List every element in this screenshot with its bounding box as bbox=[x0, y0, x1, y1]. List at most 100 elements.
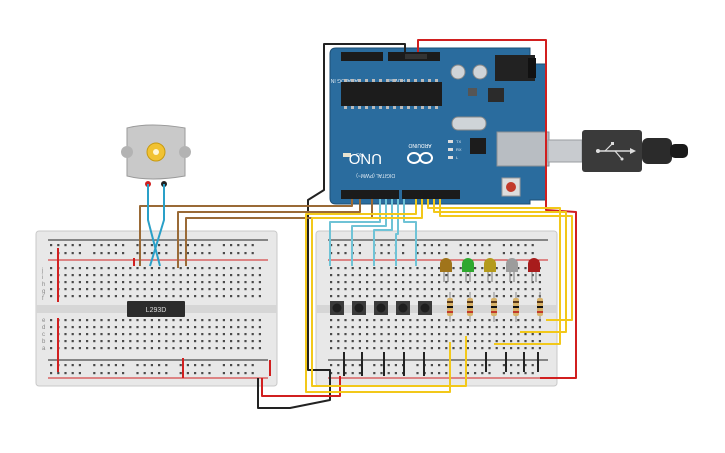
resistor[interactable] bbox=[513, 292, 519, 322]
breadboard-hole bbox=[524, 372, 527, 375]
breadboard-hole bbox=[416, 333, 419, 336]
push-button[interactable] bbox=[374, 301, 388, 315]
breadboard-hole bbox=[230, 347, 233, 350]
breadboard-hole bbox=[186, 372, 189, 375]
push-button[interactable] bbox=[352, 301, 366, 315]
breadboard-hole bbox=[78, 288, 81, 291]
breadboard-hole bbox=[524, 288, 527, 291]
breadboard-hole bbox=[100, 281, 103, 284]
breadboard-hole bbox=[445, 288, 448, 291]
breadboard-hole bbox=[387, 364, 390, 367]
breadboard-hole bbox=[330, 244, 333, 247]
breadboard-hole bbox=[50, 288, 53, 291]
breadboard-hole bbox=[237, 281, 240, 284]
breadboard-hole bbox=[373, 347, 376, 350]
breadboard-hole bbox=[438, 364, 441, 367]
led[interactable] bbox=[528, 258, 540, 282]
led[interactable] bbox=[440, 258, 452, 282]
breadboard-hole bbox=[423, 281, 426, 284]
resistor[interactable] bbox=[491, 292, 497, 322]
breadboard-hole bbox=[409, 319, 412, 322]
breadboard-hole bbox=[136, 326, 139, 329]
breadboard-hole bbox=[179, 295, 182, 298]
breadboard-hole bbox=[222, 274, 225, 277]
breadboard-hole bbox=[423, 333, 426, 336]
push-button[interactable] bbox=[330, 301, 344, 315]
push-button[interactable] bbox=[418, 301, 432, 315]
breadboard-hole bbox=[445, 295, 448, 298]
push-button[interactable] bbox=[396, 301, 410, 315]
breadboard-hole bbox=[517, 333, 520, 336]
breadboard-hole bbox=[230, 252, 233, 255]
breadboard-hole bbox=[71, 333, 74, 336]
breadboard-hole bbox=[50, 267, 53, 270]
breadboard-hole bbox=[330, 252, 333, 255]
resistor[interactable] bbox=[467, 292, 473, 322]
breadboard-hole bbox=[114, 347, 117, 350]
breadboard-hole bbox=[122, 372, 125, 375]
breadboard-hole bbox=[258, 281, 261, 284]
l293d-chip[interactable]: L293D bbox=[127, 301, 185, 317]
breadboard-hole bbox=[445, 274, 448, 277]
usb-cable[interactable] bbox=[547, 130, 688, 172]
reset-button[interactable] bbox=[501, 177, 521, 197]
breadboard-hole bbox=[143, 274, 146, 277]
breadboard-hole bbox=[337, 340, 340, 343]
led[interactable] bbox=[484, 258, 496, 282]
breadboard-hole bbox=[430, 295, 433, 298]
mcu-pin bbox=[400, 106, 403, 109]
breadboard-hole bbox=[186, 333, 189, 336]
breadboard-hole bbox=[194, 364, 197, 367]
breadboard-hole bbox=[373, 364, 376, 367]
mcu-pin bbox=[351, 106, 354, 109]
led[interactable] bbox=[462, 258, 474, 282]
breadboard-hole bbox=[172, 333, 175, 336]
resistor[interactable] bbox=[537, 292, 543, 322]
breadboard-hole bbox=[136, 319, 139, 322]
breadboard-hole bbox=[373, 333, 376, 336]
breadboard-hole bbox=[380, 281, 383, 284]
breadboard-hole bbox=[78, 364, 81, 367]
breadboard-hole bbox=[474, 333, 477, 336]
breadboard-hole bbox=[423, 326, 426, 329]
breadboard-hole bbox=[122, 340, 125, 343]
dc-motor[interactable] bbox=[121, 124, 191, 187]
arduino-uno-board[interactable]: ANALOG IN POWER ON UNO ARDUINO TX RX L bbox=[329, 47, 550, 205]
breadboard-hole bbox=[129, 333, 132, 336]
breadboard-hole bbox=[358, 364, 361, 367]
on-label: ON bbox=[356, 153, 364, 159]
breadboard-hole bbox=[93, 347, 96, 350]
dc-motor-icon bbox=[146, 142, 166, 162]
breadboard-hole bbox=[208, 364, 211, 367]
breadboard-hole bbox=[222, 347, 225, 350]
breadboard-hole bbox=[423, 244, 426, 247]
breadboard-hole bbox=[488, 340, 491, 343]
breadboard-hole bbox=[129, 347, 132, 350]
breadboard-hole bbox=[358, 333, 361, 336]
breadboard-hole bbox=[538, 333, 541, 336]
breadboard-hole bbox=[179, 340, 182, 343]
breadboard-hole bbox=[402, 288, 405, 291]
breadboard-hole bbox=[387, 347, 390, 350]
breadboard-hole bbox=[366, 288, 369, 291]
breadboard-hole bbox=[93, 252, 96, 255]
mcu-pin bbox=[386, 79, 389, 82]
breadboard-hole bbox=[230, 319, 233, 322]
breadboard-hole bbox=[459, 347, 462, 350]
breadboard-hole bbox=[143, 267, 146, 270]
breadboard-hole bbox=[344, 244, 347, 247]
push-buttons bbox=[330, 301, 432, 315]
breadboard-hole bbox=[150, 244, 153, 247]
breadboard-hole bbox=[93, 267, 96, 270]
resistor[interactable] bbox=[447, 292, 453, 322]
chip-label: L293D bbox=[146, 307, 167, 314]
breadboard-hole bbox=[100, 288, 103, 291]
breadboard-hole bbox=[230, 364, 233, 367]
led[interactable] bbox=[506, 258, 518, 282]
breadboard-hole bbox=[244, 319, 247, 322]
breadboard-hole bbox=[165, 288, 168, 291]
rx-label: RX bbox=[456, 147, 462, 152]
breadboard-hole bbox=[394, 333, 397, 336]
row-letter: b bbox=[42, 339, 46, 345]
breadboard-hole bbox=[122, 252, 125, 255]
